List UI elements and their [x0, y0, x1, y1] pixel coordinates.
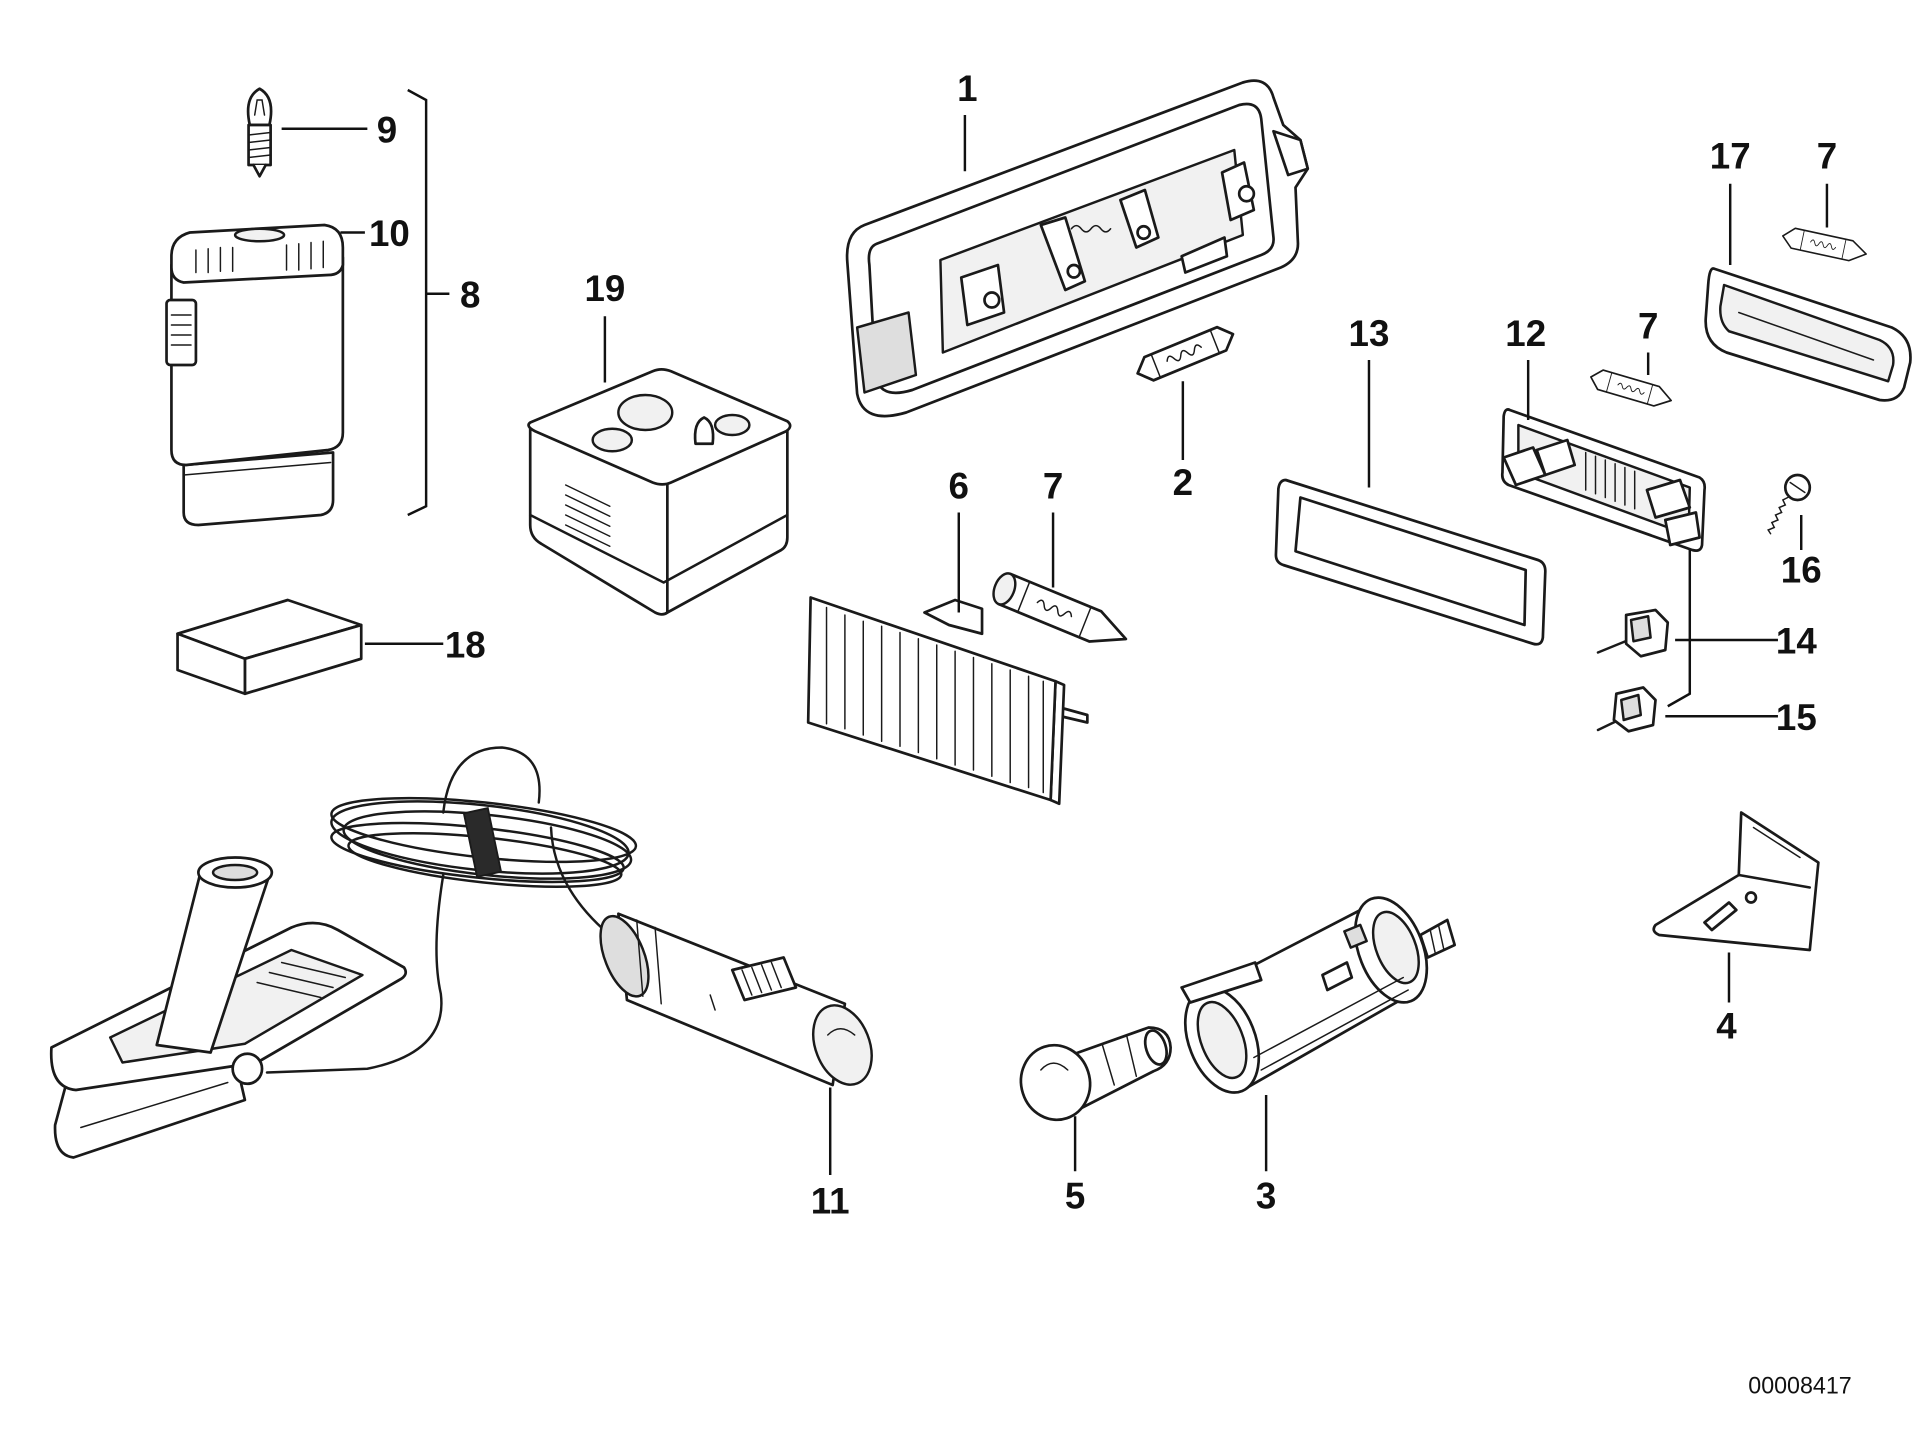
part-12-light-housing: [1500, 408, 1707, 552]
callout-5: 5: [1065, 1174, 1085, 1216]
part-3-lighter-socket: [1180, 896, 1457, 1094]
part-5-bulb: [1019, 1026, 1172, 1122]
plug: [599, 912, 873, 1087]
callout-19: 19: [584, 267, 625, 309]
callout-18: 18: [445, 623, 486, 665]
part-18-block: [176, 598, 363, 696]
callout-3: 3: [1256, 1174, 1276, 1216]
callout-2: 2: [1173, 461, 1193, 503]
part-11-inspection-lamp: [49, 746, 873, 1159]
part-6-reflector: [806, 596, 1089, 806]
part-19-bulb-kit-box: [527, 368, 792, 616]
callout-7-top: 7: [1817, 134, 1837, 176]
part-16-screw: [1767, 473, 1812, 535]
part-15-connector: [1596, 686, 1657, 733]
part-14-connector: [1596, 608, 1670, 658]
part-7-festoon-bulb-middle: [992, 572, 1128, 643]
document-id: 00008417: [1748, 1373, 1851, 1399]
part-10-portable-lamp: [165, 223, 345, 527]
callout-10: 10: [369, 212, 410, 254]
callout-11: 11: [811, 1179, 850, 1221]
cable-coil: [330, 796, 638, 888]
callout-9: 9: [377, 108, 397, 150]
callout-7-middle: 7: [1043, 464, 1063, 506]
connector-bracket-line: [1667, 550, 1692, 708]
callout-17: 17: [1710, 134, 1751, 176]
callout-6: 6: [949, 464, 969, 506]
part-7-festoon-bulb-top: [1782, 227, 1867, 262]
callout-8: 8: [460, 273, 480, 315]
part-13-gasket: [1274, 478, 1547, 646]
part-2-festoon-bulb: [1136, 325, 1235, 382]
callout-12: 12: [1505, 312, 1546, 354]
part-1-lamp-housing: [845, 79, 1310, 418]
bracket-8: [407, 88, 450, 517]
callout-14: 14: [1776, 619, 1817, 661]
callout-1: 1: [957, 67, 977, 109]
part-7-festoon-bulb-right: [1590, 369, 1672, 407]
callout-16: 16: [1781, 548, 1822, 590]
callout-4: 4: [1716, 1004, 1737, 1046]
part-4-bracket: [1652, 811, 1820, 952]
callout-13: 13: [1349, 312, 1390, 354]
callout-7-right: 7: [1638, 304, 1658, 346]
callout-15: 15: [1776, 696, 1817, 738]
clip-lamp: [49, 856, 408, 1159]
part-17-lens-cover: [1704, 267, 1912, 402]
part-9-bulb: [246, 87, 273, 178]
